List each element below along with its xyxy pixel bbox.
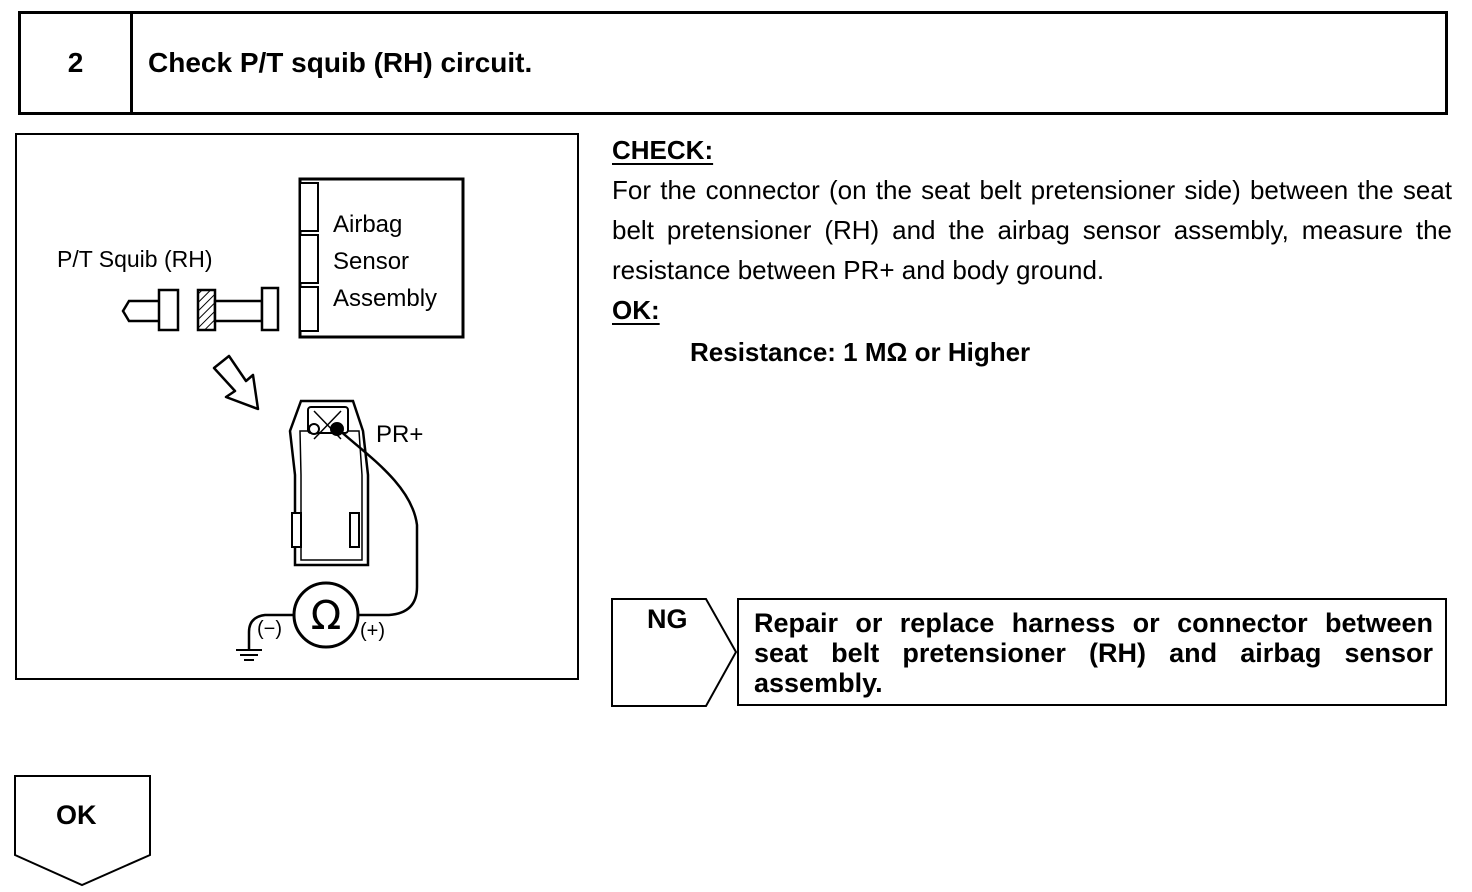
hatched-connector-icon bbox=[196, 288, 217, 332]
check-heading: CHECK: bbox=[612, 135, 714, 165]
harness-connector bbox=[213, 299, 264, 323]
step-title: Check P/T squib (RH) circuit. bbox=[148, 47, 533, 78]
sensor-label-airbag: Airbag bbox=[333, 211, 402, 238]
test-lead-minus bbox=[247, 613, 294, 649]
check-instruction: For the connector (on the seat belt pret… bbox=[612, 175, 1452, 285]
plus-label: (+) bbox=[360, 620, 385, 642]
sensor-connector-slot bbox=[299, 182, 319, 232]
ng-label: NG bbox=[647, 604, 688, 634]
circuit-illustration: Airbag Sensor Assembly P/T Squib (RH) PR… bbox=[15, 133, 579, 680]
squib-label: P/T Squib (RH) bbox=[57, 246, 213, 272]
ok-heading: OK: bbox=[612, 295, 660, 325]
terminal-label-pr-plus: PR+ bbox=[376, 421, 423, 448]
squib-plug-icon bbox=[121, 299, 142, 323]
ng-branch-tab bbox=[611, 598, 738, 707]
ok-spec: Resistance: 1 MΩ or Higher bbox=[690, 337, 1031, 367]
arrow-icon bbox=[212, 354, 260, 411]
sensor-connector-slot bbox=[299, 286, 319, 332]
check-section: CHECK: For the connector (on the seat be… bbox=[612, 130, 1452, 372]
harness-connector-end bbox=[260, 286, 280, 332]
sensor-connector-slot bbox=[299, 234, 319, 284]
ohm-symbol: Ω bbox=[311, 593, 342, 639]
ng-action-box: Repair or replace harness or connector b… bbox=[737, 598, 1447, 706]
ground-icon bbox=[236, 649, 262, 661]
ok-branch-tab bbox=[14, 775, 151, 887]
terminal-left bbox=[308, 423, 320, 435]
ok-branch-label: OK bbox=[56, 800, 97, 830]
step-header: 2 Check P/T squib (RH) circuit. bbox=[18, 11, 1448, 115]
minus-label: (−) bbox=[257, 618, 282, 640]
pretensioner-connector bbox=[288, 399, 370, 567]
step-number: 2 bbox=[21, 14, 133, 112]
squib-connector bbox=[157, 288, 180, 332]
test-lead-plus bbox=[337, 428, 419, 617]
sensor-label-assembly: Assembly bbox=[333, 285, 437, 312]
circuit-diagram: Airbag Sensor Assembly P/T Squib (RH) PR… bbox=[57, 177, 465, 661]
sensor-label-sensor: Sensor bbox=[333, 248, 409, 275]
